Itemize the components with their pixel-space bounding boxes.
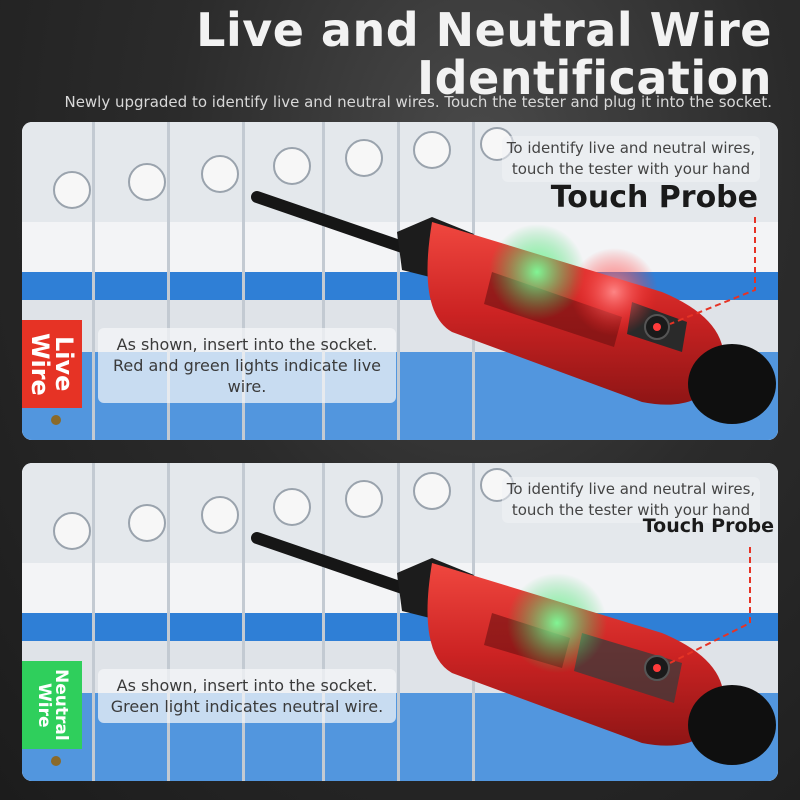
live-wire-tag: Live Wire [22, 320, 82, 408]
live-wire-tag-text: Live Wire [26, 332, 78, 396]
live-wire-callout: To identify live and neutral wires, touc… [502, 136, 760, 182]
live-wire-panel: Live Wire As shown, insert into the sock… [22, 122, 778, 440]
neutral-wire-panel: Neutral Wire As shown, insert into the s… [22, 463, 778, 781]
neutral-wire-scene [22, 463, 778, 781]
title-line-2: Identification [417, 51, 772, 105]
terminal-screws [53, 127, 514, 209]
neutral-wire-caption: As shown, insert into the socket. Green … [98, 669, 396, 723]
probe-pointer-line [669, 547, 751, 664]
live-wire-caption: As shown, insert into the socket. Red an… [98, 328, 396, 403]
neutral-wire-tag: Neutral Wire [22, 661, 82, 749]
touch-probe-label: Touch Probe [642, 515, 774, 537]
title-line-1: Live and Neutral Wire [196, 3, 772, 57]
probe-pointer-line [669, 217, 756, 325]
neutral-wire-callout: To identify live and neutral wires, touc… [502, 477, 760, 523]
page-subtitle: Newly upgraded to identify live and neut… [64, 93, 772, 111]
green-light-icon [507, 573, 607, 673]
touch-probe-label: Touch Probe [550, 180, 758, 215]
green-light-icon [489, 224, 585, 320]
neutral-wire-tag-text: Neutral Wire [34, 669, 71, 741]
voltage-tester [251, 191, 776, 424]
page-title: Live and Neutral Wire Identification [196, 6, 772, 102]
voltage-tester [251, 532, 776, 765]
red-light-icon [570, 248, 658, 336]
